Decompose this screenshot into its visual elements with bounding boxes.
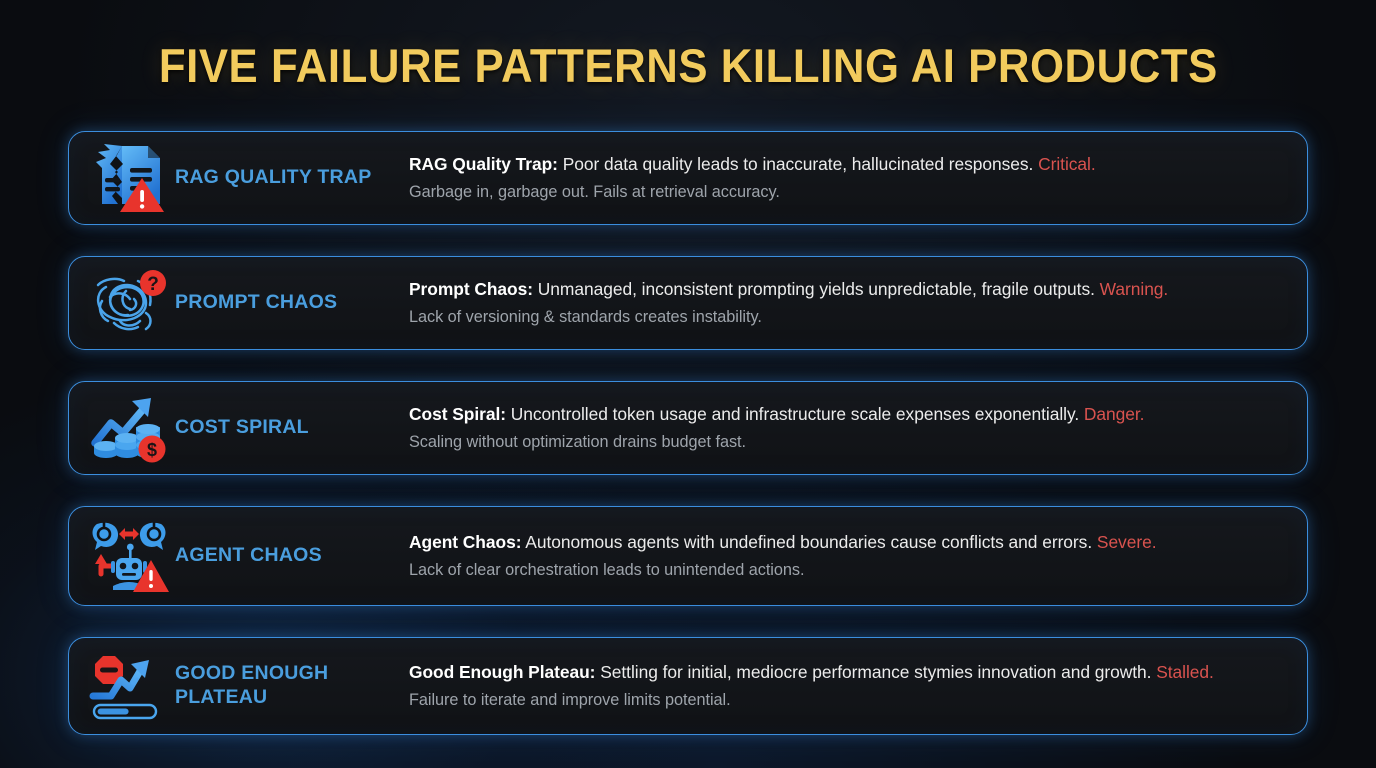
card-status: Stalled.: [1151, 661, 1214, 682]
card-text-container: Good Enough Plateau: Settling for initia…: [407, 661, 1307, 711]
card-term: Agent Chaos:: [409, 531, 522, 552]
stop-sign-plateau-arrow-progress-icon: [69, 650, 175, 722]
card-label: PROMPT CHAOS: [175, 291, 338, 314]
svg-text:$: $: [147, 440, 157, 460]
card-subtext: Scaling without optimization drains budg…: [409, 432, 746, 451]
card-label-container: PROMPT CHAOS: [175, 291, 407, 315]
failure-card-good-enough-plateau[interactable]: GOOD ENOUGH PLATEAU Good Enough Plateau:…: [68, 637, 1308, 735]
card-text-container: Cost Spiral: Uncontrolled token usage an…: [407, 403, 1307, 453]
card-primary-line: Agent Chaos: Autonomous agents with unde…: [409, 531, 1281, 554]
card-subtext: Garbage in, garbage out. Fails at retrie…: [409, 182, 780, 201]
card-description: Poor data quality leads to inaccurate, h…: [557, 153, 1034, 174]
broken-document-warning-icon: [69, 142, 175, 214]
card-description: Unmanaged, inconsistent prompting yields…: [533, 278, 1095, 299]
card-label-container: RAG QUALITY TRAP: [175, 166, 407, 190]
card-label-container: AGENT CHAOS: [175, 544, 407, 568]
failure-card-agent-chaos[interactable]: AGENT CHAOS Agent Chaos: Autonomous agen…: [68, 506, 1308, 606]
failure-card-cost-spiral[interactable]: $ COST SPIRAL Cost Spiral: Uncontrolled …: [68, 381, 1308, 475]
card-text-container: Agent Chaos: Autonomous agents with unde…: [407, 531, 1307, 581]
card-status: Severe.: [1092, 531, 1157, 552]
card-label-container: COST SPIRAL: [175, 416, 407, 440]
robot-agents-conflict-warning-icon: [69, 518, 175, 594]
card-status: Warning.: [1094, 278, 1169, 299]
card-subtext: Lack of versioning & standards creates i…: [409, 307, 762, 326]
card-text-container: RAG Quality Trap: Poor data quality lead…: [407, 153, 1307, 203]
card-label: RAG QUALITY TRAP: [175, 166, 372, 189]
failure-card-rag-quality-trap[interactable]: RAG QUALITY TRAP RAG Quality Trap: Poor …: [68, 131, 1308, 225]
card-term: Good Enough Plateau:: [409, 661, 596, 682]
card-primary-line: Cost Spiral: Uncontrolled token usage an…: [409, 403, 1281, 426]
card-description: Settling for initial, mediocre performan…: [595, 661, 1152, 682]
page-title-container: FIVE FAILURE PATTERNS KILLING AI PRODUCT…: [0, 38, 1376, 93]
page-title: FIVE FAILURE PATTERNS KILLING AI PRODUCT…: [158, 39, 1218, 92]
card-status: Danger.: [1079, 403, 1145, 424]
failure-pattern-list: RAG QUALITY TRAP RAG Quality Trap: Poor …: [68, 131, 1308, 766]
card-label: AGENT CHAOS: [175, 544, 322, 567]
card-term: RAG Quality Trap:: [409, 153, 558, 174]
card-description: Autonomous agents with undefined boundar…: [521, 531, 1093, 552]
card-term: Prompt Chaos:: [409, 278, 533, 299]
card-primary-line: Good Enough Plateau: Settling for initia…: [409, 661, 1281, 684]
card-label: COST SPIRAL: [175, 416, 309, 439]
card-description: Uncontrolled token usage and infrastruct…: [506, 403, 1080, 424]
card-primary-line: Prompt Chaos: Unmanaged, inconsistent pr…: [409, 278, 1281, 301]
card-label-container: GOOD ENOUGH PLATEAU: [175, 662, 407, 710]
svg-text:?: ?: [147, 274, 159, 295]
card-term: Cost Spiral:: [409, 403, 506, 424]
card-primary-line: RAG Quality Trap: Poor data quality lead…: [409, 153, 1281, 176]
rising-arrow-coins-dollar-icon: $: [69, 393, 175, 463]
card-text-container: Prompt Chaos: Unmanaged, inconsistent pr…: [407, 278, 1307, 328]
card-subtext: Lack of clear orchestration leads to uni…: [409, 560, 805, 579]
card-label: GOOD ENOUGH PLATEAU: [175, 662, 329, 708]
card-status: Critical.: [1033, 153, 1096, 174]
failure-card-prompt-chaos[interactable]: ? PROMPT CHAOS Prompt Chaos: Unmanaged, …: [68, 256, 1308, 350]
card-subtext: Failure to iterate and improve limits po…: [409, 690, 731, 709]
tangled-scribble-question-icon: ?: [69, 267, 175, 339]
